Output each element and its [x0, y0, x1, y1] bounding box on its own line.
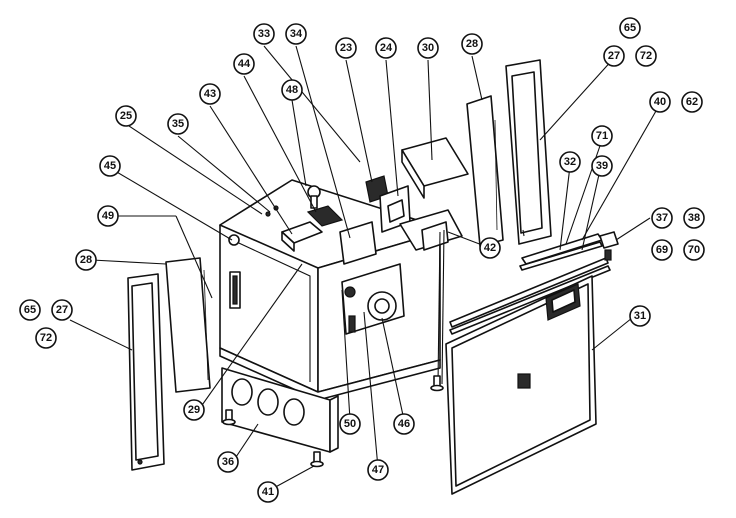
svg-text:44: 44: [238, 58, 251, 70]
door-clip: [599, 231, 619, 261]
slide-rails: [449, 233, 611, 335]
rear-panel: [466, 95, 504, 247]
callout-27: 27: [603, 45, 625, 67]
svg-text:43: 43: [204, 88, 216, 100]
door-vent-top: [545, 283, 581, 321]
callout-47: 47: [367, 459, 389, 481]
svg-text:36: 36: [222, 456, 234, 468]
svg-text:41: 41: [262, 486, 274, 498]
rear-side-panel: [505, 59, 552, 245]
svg-text:33: 33: [258, 28, 270, 40]
callout-30: 30: [417, 37, 439, 59]
callout-72: 72: [35, 327, 57, 349]
svg-text:35: 35: [172, 118, 184, 130]
callout-36: 36: [217, 451, 239, 473]
svg-text:62: 62: [686, 96, 698, 108]
callout-37: 37: [651, 207, 673, 229]
svg-text:65: 65: [624, 22, 636, 34]
callout-40: 40: [649, 91, 671, 113]
parts-drawing: [127, 59, 619, 495]
callout-29: 29: [183, 399, 205, 421]
top-shelf: [401, 137, 469, 199]
svg-text:31: 31: [634, 310, 646, 322]
callout-39: 39: [591, 155, 613, 177]
top-components: [228, 175, 463, 385]
callout-34: 34: [285, 23, 307, 45]
callout-28: 28: [461, 33, 483, 55]
svg-text:40: 40: [654, 96, 666, 108]
callout-48: 48: [281, 79, 303, 101]
front-door-panel: [445, 275, 597, 495]
svg-text:23: 23: [340, 42, 352, 54]
callout-71: 71: [591, 125, 613, 147]
callout-32: 32: [559, 151, 581, 173]
svg-text:46: 46: [398, 418, 410, 430]
left-outer-panel: [127, 273, 165, 471]
svg-text:69: 69: [656, 244, 668, 256]
svg-text:24: 24: [380, 42, 393, 54]
control-panel-area: [341, 263, 405, 335]
callout-45: 45: [99, 155, 121, 177]
svg-text:71: 71: [596, 130, 608, 142]
svg-text:37: 37: [656, 212, 668, 224]
callout-27: 27: [51, 299, 73, 321]
svg-text:45: 45: [104, 160, 116, 172]
svg-text:38: 38: [688, 212, 700, 224]
callout-65: 65: [619, 17, 641, 39]
svg-text:47: 47: [372, 464, 384, 476]
callout-70: 70: [683, 239, 705, 261]
svg-text:30: 30: [422, 42, 434, 54]
svg-text:72: 72: [40, 332, 52, 344]
callout-38: 38: [683, 207, 705, 229]
callout-28: 28: [75, 249, 97, 271]
svg-text:49: 49: [102, 210, 114, 222]
svg-text:50: 50: [344, 418, 356, 430]
callout-43: 43: [199, 83, 221, 105]
svg-text:34: 34: [290, 28, 303, 40]
callout-23: 23: [335, 37, 357, 59]
callout-24: 24: [375, 37, 397, 59]
callout-33: 33: [253, 23, 275, 45]
svg-text:29: 29: [188, 404, 200, 416]
callout-49: 49: [97, 205, 119, 227]
door-vent-small: [517, 373, 531, 389]
callout-46: 46: [393, 413, 415, 435]
svg-text:42: 42: [484, 242, 496, 254]
callout-62: 62: [681, 91, 703, 113]
leveling-feet: [222, 375, 444, 468]
callout-41: 41: [257, 481, 279, 503]
callout-35: 35: [167, 113, 189, 135]
callout-25: 25: [115, 105, 137, 127]
svg-text:28: 28: [80, 254, 92, 266]
svg-text:25: 25: [120, 110, 132, 122]
svg-text:65: 65: [24, 304, 36, 316]
svg-text:28: 28: [466, 38, 478, 50]
callout-69: 69: [651, 239, 673, 261]
base-kick-plate: [221, 367, 339, 453]
callout-65: 65: [19, 299, 41, 321]
callout-31: 31: [629, 305, 651, 327]
left-side-panel: [165, 257, 211, 393]
svg-text:27: 27: [608, 50, 620, 62]
callout-44: 44: [233, 53, 255, 75]
callout-labels: 65 27 72 33 34 23 24 30 28 44 43 48 25 3…: [19, 17, 705, 503]
leader-lines: [69, 45, 661, 491]
svg-text:72: 72: [640, 50, 652, 62]
svg-text:48: 48: [286, 84, 298, 96]
callout-42: 42: [479, 237, 501, 259]
svg-text:70: 70: [688, 244, 700, 256]
svg-text:32: 32: [564, 156, 576, 168]
callout-50: 50: [339, 413, 361, 435]
svg-text:39: 39: [596, 160, 608, 172]
callout-72: 72: [635, 45, 657, 67]
svg-text:27: 27: [56, 304, 68, 316]
